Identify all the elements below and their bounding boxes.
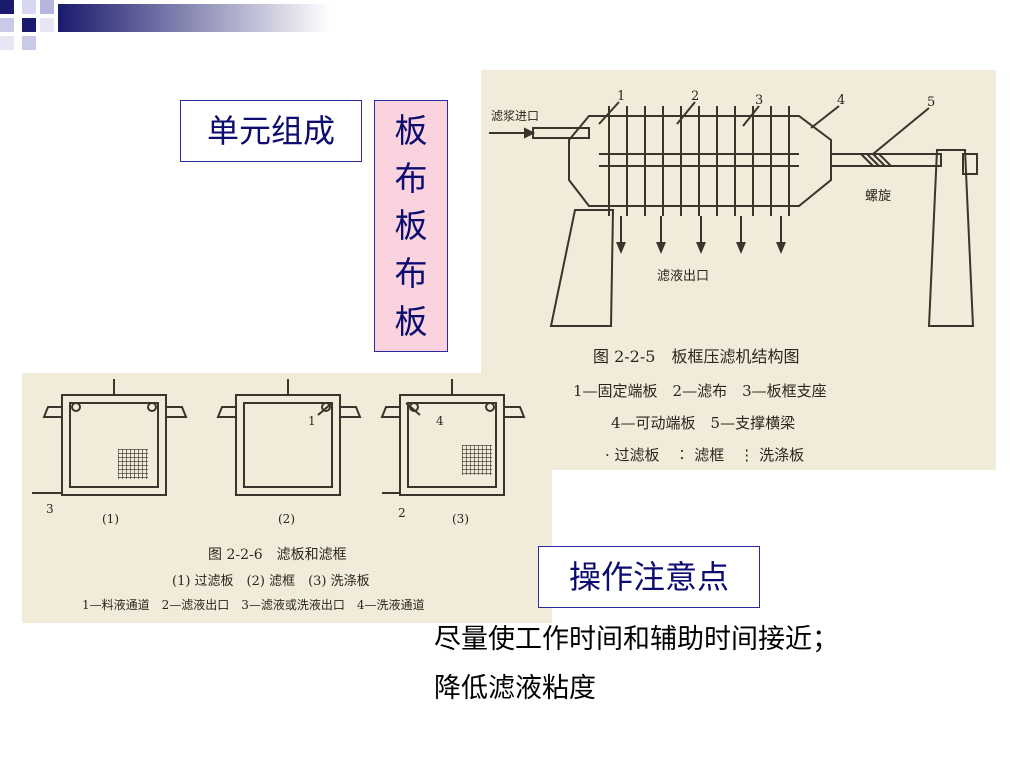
- callout-1: 1: [617, 89, 625, 104]
- plate-cloth-sequence: 板 布 板 布 板: [374, 100, 448, 352]
- callout-2: 2: [691, 89, 699, 104]
- plate-frame-figure: 3 1 4 2 (1) (2) (3) 图 2-2-6 滤板和滤框 (1) 过滤…: [22, 373, 552, 623]
- callout-4: 4: [837, 93, 845, 108]
- press-legend-line-2: 4—可动端板 5—支撑横梁: [611, 414, 795, 432]
- filter-press-figure: 滤浆进口 滤液出口 螺旋 1 2 3 4 5 图 2-2-5 板框压滤机结构图 …: [481, 70, 996, 470]
- unit-composition-label: 单元组成: [180, 100, 362, 162]
- sequence-char: 板: [394, 206, 428, 246]
- press-legend-line-1: 1—固定端板 2—滤布 3—板框支座: [573, 382, 827, 400]
- inlet-label: 滤浆进口: [491, 108, 539, 123]
- frames-legend-line-2: 1—料液通道 2—滤液出口 3—滤液或洗液出口 4—洗液通道: [82, 597, 425, 612]
- callout-3: 3: [755, 93, 763, 108]
- port-label-2: 2: [398, 506, 406, 520]
- sequence-char: 板: [394, 301, 428, 341]
- unit-composition-text: 单元组成: [206, 112, 335, 150]
- press-caption: 图 2-2-5 板框压滤机结构图: [593, 347, 799, 366]
- sequence-char: 布: [394, 254, 428, 294]
- sequence-char: 布: [394, 158, 428, 198]
- panel-label-2: (2): [278, 512, 295, 526]
- frames-legend-line-1: (1) 过滤板 (2) 滤框 (3) 洗涤板: [172, 574, 370, 589]
- port-label-1: 1: [308, 414, 316, 428]
- port-label-3: 3: [46, 502, 54, 516]
- outlet-label: 滤液出口: [657, 269, 709, 284]
- frames-caption: 图 2-2-6 滤板和滤框: [208, 547, 347, 563]
- callout-5: 5: [927, 95, 935, 110]
- operation-note-2: 降低滤液粘度: [434, 673, 596, 704]
- operation-notes-title: 操作注意点: [538, 546, 760, 608]
- port-label-4: 4: [436, 414, 444, 428]
- sequence-char: 板: [394, 111, 428, 151]
- operation-notes-title-text: 操作注意点: [568, 558, 729, 596]
- press-legend-line-3: · 过滤板 ∶ 滤框 ⋮ 洗涤板: [605, 446, 804, 464]
- operation-note-1: 尽量使工作时间和辅助时间接近；: [434, 624, 839, 655]
- panel-label-3: (3): [452, 512, 469, 526]
- panel-label-1: (1): [102, 512, 119, 526]
- corner-decoration: [0, 0, 330, 60]
- screw-label: 螺旋: [865, 189, 891, 204]
